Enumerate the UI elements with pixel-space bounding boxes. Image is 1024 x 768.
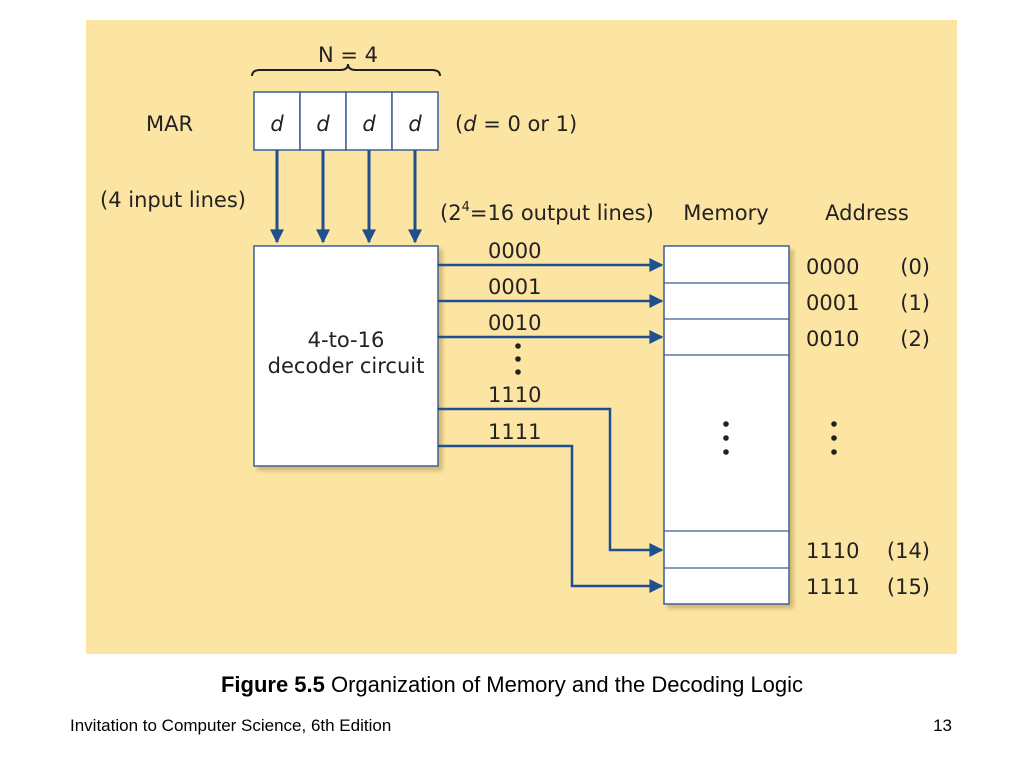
input-arrows (270, 150, 422, 244)
n-label: N = 4 (318, 43, 378, 67)
decoder-label-line-1: 4-to-16 (308, 328, 385, 352)
memory-label: Memory (683, 201, 768, 225)
address-dec-15: (15) (887, 575, 930, 599)
decoder-box (253, 245, 439, 467)
address-dec-14: (14) (887, 539, 930, 563)
input-lines-label: (4 input lines) (100, 188, 246, 212)
output-lines (438, 258, 664, 593)
address-bin-14: 1110 (806, 539, 859, 563)
mar-register: d d d d (253, 91, 439, 151)
output-label-0001: 0001 (488, 275, 541, 299)
address-dec-2: (2) (900, 327, 930, 351)
mar-label: MAR (146, 112, 193, 136)
mar-bit-1: d (270, 112, 284, 136)
bit-note: (d = 0 or 1) (455, 112, 577, 136)
address-bin-15: 1111 (806, 575, 859, 599)
address-ellipsis (831, 421, 837, 455)
footer-source: Invitation to Computer Science, 6th Edit… (70, 716, 392, 735)
figure-panel: N = 4 MAR d d d d (d = 0 or 1) (4 input … (86, 20, 957, 654)
address-bin-1: 0001 (806, 291, 859, 315)
mar-bit-4: d (408, 112, 422, 136)
output-line-1110 (438, 407, 664, 557)
output-line-1111 (438, 444, 664, 593)
figure-caption-text: Organization of Memory and the Decoding … (324, 672, 804, 697)
output-label-1110: 1110 (488, 383, 541, 407)
mar-bit-cell-2 (299, 91, 347, 151)
figure-caption: Figure 5.5 Organization of Memory and th… (0, 672, 1024, 698)
mar-bit-2: d (316, 112, 330, 136)
output-label-0000: 0000 (488, 239, 541, 263)
decoder-label-line-2: decoder circuit (268, 354, 425, 378)
n-brace (251, 63, 441, 77)
address-bin-0: 0000 (806, 255, 859, 279)
memory-cell-dividers (664, 282, 789, 569)
decoder-diagram: N = 4 MAR d d d d (d = 0 or 1) (4 input … (100, 43, 930, 605)
output-lines-label: (24=16 output lines) (440, 200, 654, 225)
address-label: Address (825, 201, 909, 225)
figure-caption-label: Figure 5.5 (220, 672, 325, 697)
page-number: 13 (933, 716, 952, 735)
output-label-0010: 0010 (488, 311, 541, 335)
output-label-1111: 1111 (488, 420, 541, 444)
address-dec-1: (1) (900, 291, 930, 315)
address-dec-0: (0) (900, 255, 930, 279)
memory-ellipsis (723, 421, 729, 455)
mar-bit-3: d (362, 112, 376, 136)
address-bin-2: 0010 (806, 327, 859, 351)
output-ellipsis (515, 343, 521, 375)
